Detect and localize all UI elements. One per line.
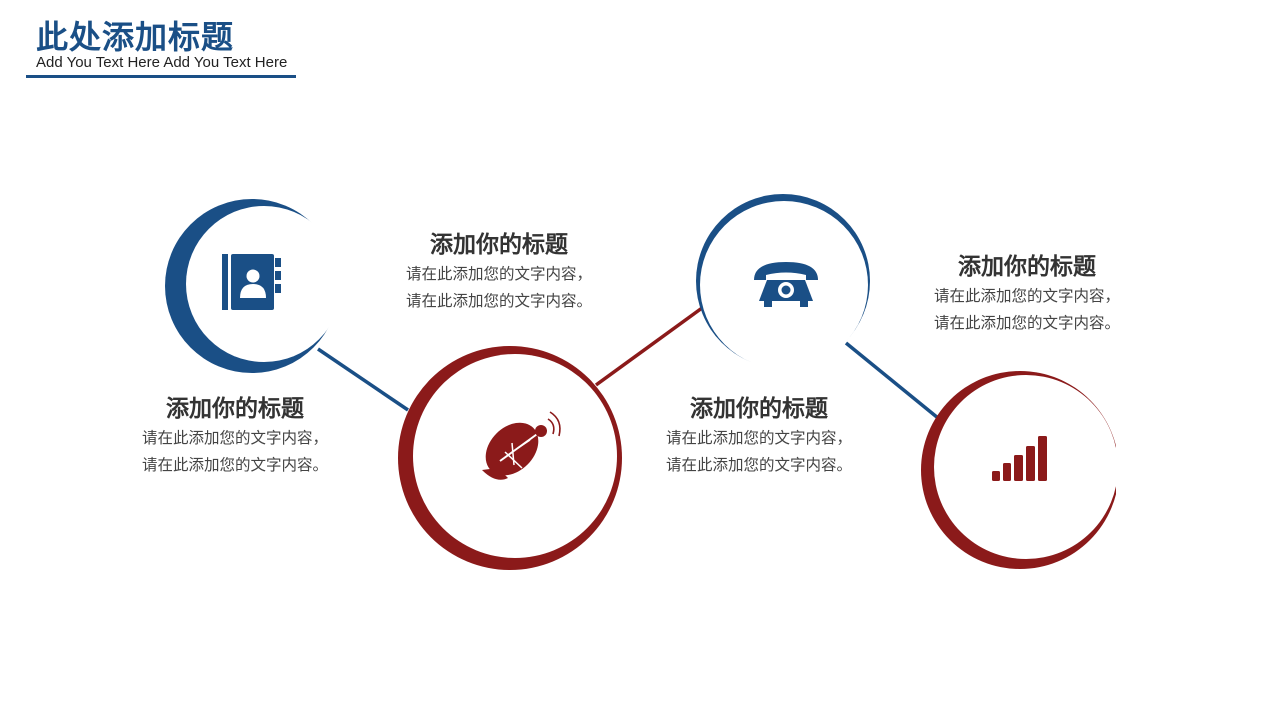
page-subtitle: Add You Text Here Add You Text Here [36,54,288,71]
node-4-circle [921,371,1116,569]
card-2: 添加你的标题 请在此添加您的文字内容， 请在此添加您的文字内容。 [369,229,629,315]
card-body-line-1: 请在此添加您的文字内容， [665,430,852,447]
card-body-line-1: 请在此添加您的文字内容， [405,266,592,283]
card-4: 添加你的标题 请在此添加您的文字内容， 请在此添加您的文字内容。 [897,251,1157,337]
connector-3-4 [844,341,940,420]
card-body-line-2: 请在此添加您的文字内容。 [405,293,592,310]
card-3: 添加你的标题 请在此添加您的文字内容， 请在此添加您的文字内容。 [629,393,889,479]
connector-1-2 [317,347,409,412]
contact-book-icon [222,254,281,310]
card-1: 添加你的标题 请在此添加您的文字内容， 请在此添加您的文字内容。 [105,393,365,479]
connector-2-3 [594,306,704,387]
card-body-line-2: 请在此添加您的文字内容。 [141,457,328,474]
signal-bars-icon [992,436,1047,481]
page-title: 此处添加标题 [36,19,235,55]
card-body-line-2: 请在此添加您的文字内容。 [933,315,1120,332]
satellite-dish-icon [482,411,561,480]
title-underline [26,75,296,78]
card-title: 添加你的标题 [690,395,828,421]
card-title: 添加你的标题 [166,395,304,421]
card-title: 添加你的标题 [958,253,1096,279]
card-body-line-1: 请在此添加您的文字内容， [141,430,328,447]
telephone-icon [754,262,818,307]
card-body-line-2: 请在此添加您的文字内容。 [665,457,852,474]
card-body-line-1: 请在此添加您的文字内容， [933,288,1120,305]
card-title: 添加你的标题 [430,231,568,257]
